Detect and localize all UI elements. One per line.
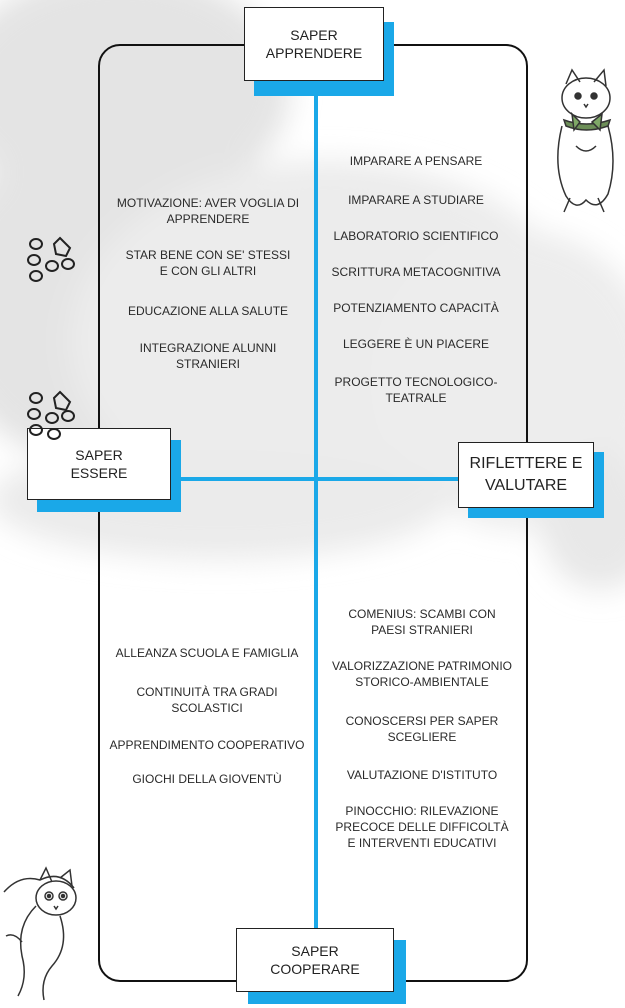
quadrant-item: CONTINUITÀ TRA GRADI SCOLASTICI <box>136 685 278 715</box>
quadrant-item: LABORATORIO SCIENTIFICO <box>333 229 499 243</box>
node-saper-apprendere: SAPER APPRENDERE <box>244 7 384 81</box>
horizontal-axis <box>100 477 520 481</box>
node-saper-cooperare: SAPER COOPERARE <box>236 928 394 992</box>
quadrant-item: IMPARARE A PENSARE <box>349 154 483 168</box>
cat-illustration <box>3 866 77 1001</box>
quadrant-item: PROGETTO TECNOLOGICO- TEATRALE <box>334 375 498 405</box>
paw-print-icon <box>27 236 75 282</box>
quadrant-item: IMPARARE A STUDIARE <box>348 193 484 207</box>
node-riflettere-e-valutare: RIFLETTERE E VALUTARE <box>458 442 594 508</box>
node-saper-essere: SAPER ESSERE <box>27 428 171 500</box>
quadrant-item: CONOSCERSI PER SAPER SCEGLIERE <box>345 714 499 744</box>
quadrant-item: POTENZIAMENTO CAPACITÀ <box>333 301 499 315</box>
quadrant-item: PINOCCHIO: RILEVAZIONE PRECOCE DELLE DIF… <box>335 804 509 850</box>
vertical-axis <box>314 92 318 950</box>
quadrant-item: COMENIUS: SCAMBI CON PAESI STRANIERI <box>348 607 496 637</box>
quadrant-item: GIOCHI DELLA GIOVENTÙ <box>132 772 282 786</box>
quadrant-item: STAR BENE CON SE' STESSI E CON GLI ALTRI <box>125 248 291 278</box>
quadrant-item: SCRITTURA METACOGNITIVA <box>331 265 501 279</box>
quadrant-item: INTEGRAZIONE ALUNNI STRANIERI <box>139 341 277 371</box>
paw-print-icon <box>27 390 75 440</box>
quadrant-item: MOTIVAZIONE: AVER VOGLIA DI APPRENDERE <box>116 196 300 226</box>
quadrant-item: VALUTAZIONE D'ISTITUTO <box>346 768 498 782</box>
quadrant-item: ALLEANZA SCUOLA E FAMIGLIA <box>115 646 299 660</box>
cat-illustration <box>557 68 614 213</box>
quadrant-item: EDUCAZIONE ALLA SALUTE <box>127 304 289 318</box>
quadrant-item: LEGGERE È UN PIACERE <box>342 337 490 351</box>
quadrant-item: VALORIZZAZIONE PATRIMONIO STORICO-AMBIEN… <box>331 659 512 689</box>
quadrant-item: APPRENDIMENTO COOPERATIVO <box>109 738 305 752</box>
